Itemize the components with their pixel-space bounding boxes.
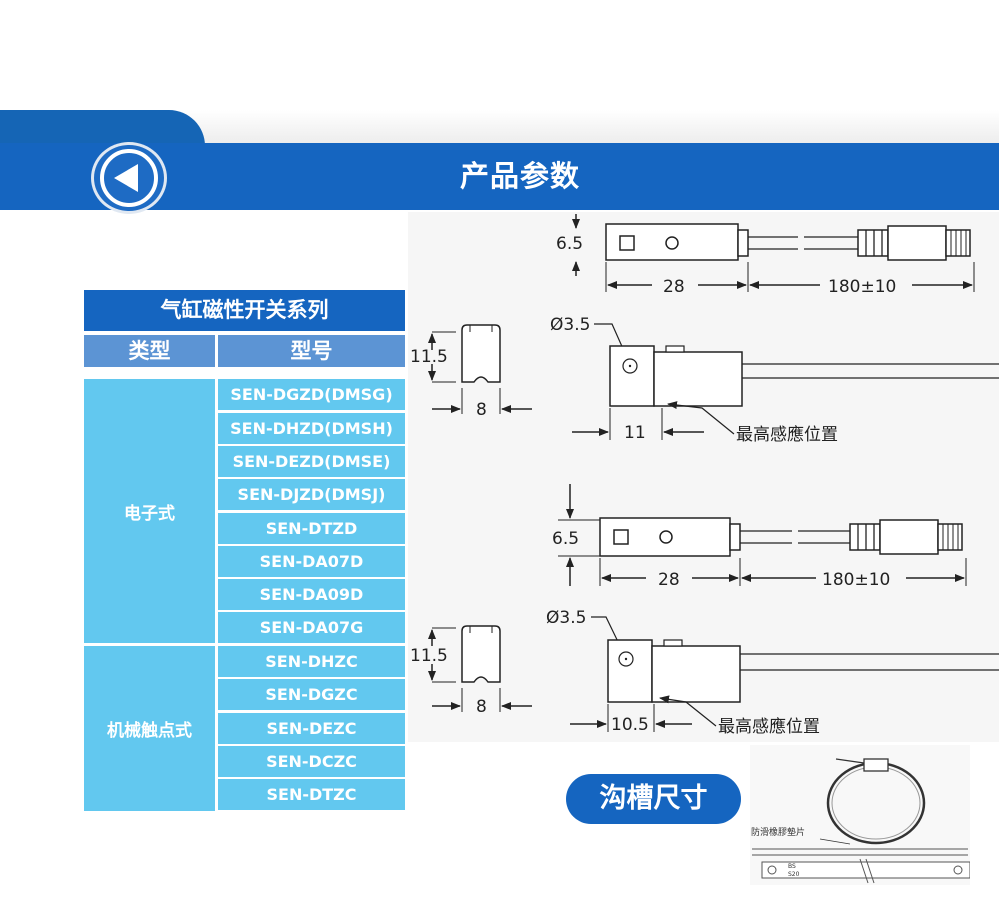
dim-sensing-offset-1: 11 bbox=[624, 423, 646, 443]
groove-size-button[interactable]: 沟槽尺寸 bbox=[566, 774, 741, 824]
dim-cable-1: 180±10 bbox=[828, 277, 896, 297]
mounting-band-drawing: 防滑橡膠墊片 BS S20 bbox=[750, 745, 970, 885]
model-cell: SEN-DA09D bbox=[218, 579, 405, 610]
dim-end-height-2: 11.5 bbox=[410, 646, 448, 666]
model-cell: SEN-DJZD(DMSJ) bbox=[218, 479, 405, 510]
model-cell: SEN-DGZC bbox=[218, 679, 405, 710]
model-cell: SEN-DA07G bbox=[218, 612, 405, 643]
model-cell: SEN-DEZD(DMSE) bbox=[218, 446, 405, 477]
model-cell: SEN-DEZC bbox=[218, 713, 405, 744]
switch-top-view-2: Ø3.5 10.5 最高感應位置 bbox=[546, 608, 999, 737]
model-cell: SEN-DA07D bbox=[218, 546, 405, 577]
model-cell: SEN-DHZD(DMSH) bbox=[218, 413, 405, 444]
sensing-label-1: 最高感應位置 bbox=[736, 424, 838, 445]
category-electronic: 电子式 bbox=[84, 379, 215, 643]
switch-side-view-2: 6.5 28 180±10 bbox=[552, 484, 967, 590]
switch-end-view-1: 11.5 8 bbox=[410, 324, 532, 420]
dim-end-height-1: 11.5 bbox=[410, 347, 448, 367]
model-cell: SEN-DTZD bbox=[218, 513, 405, 544]
column-header-type: 类型 bbox=[84, 335, 215, 367]
dimension-drawing: 6.5 28 180±10 11.5 bbox=[408, 212, 999, 742]
header-bar bbox=[0, 143, 999, 210]
dim-cable-2: 180±10 bbox=[822, 570, 890, 590]
model-cell: SEN-DHZC bbox=[218, 646, 405, 677]
category-mechanical: 机械触点式 bbox=[84, 646, 215, 811]
dim-end-width-1: 8 bbox=[476, 400, 487, 420]
model-cell: SEN-DGZD(DMSG) bbox=[218, 379, 405, 410]
pad-label: 防滑橡膠墊片 bbox=[751, 826, 805, 838]
switch-top-view-1: Ø3.5 11 最高感應位置 bbox=[550, 315, 999, 445]
page-title: 产品参数 bbox=[459, 159, 580, 193]
dim-hole-2: Ø3.5 bbox=[546, 608, 586, 628]
dim-height-2: 6.5 bbox=[552, 529, 579, 549]
dim-length-2: 28 bbox=[658, 570, 680, 590]
column-header-model: 型号 bbox=[218, 335, 405, 367]
dim-sensing-offset-2: 10.5 bbox=[611, 715, 649, 735]
band-mark-2: S20 bbox=[788, 871, 800, 878]
dim-hole-1: Ø3.5 bbox=[550, 315, 590, 335]
sensing-label-2: 最高感應位置 bbox=[718, 716, 820, 737]
table-title: 气缸磁性开关系列 bbox=[84, 290, 405, 331]
band-mark-1: BS bbox=[788, 863, 796, 870]
dim-height-1: 6.5 bbox=[556, 234, 583, 254]
model-cell: SEN-DCZC bbox=[218, 746, 405, 777]
back-arrow-icon bbox=[100, 149, 158, 207]
dim-end-width-2: 8 bbox=[476, 697, 487, 717]
switch-side-view-1: 6.5 28 180±10 bbox=[556, 214, 975, 297]
switch-end-view-2: 11.5 8 bbox=[410, 625, 532, 717]
model-cell: SEN-DTZC bbox=[218, 779, 405, 810]
back-button[interactable] bbox=[94, 145, 164, 211]
dim-length-1: 28 bbox=[663, 277, 685, 297]
